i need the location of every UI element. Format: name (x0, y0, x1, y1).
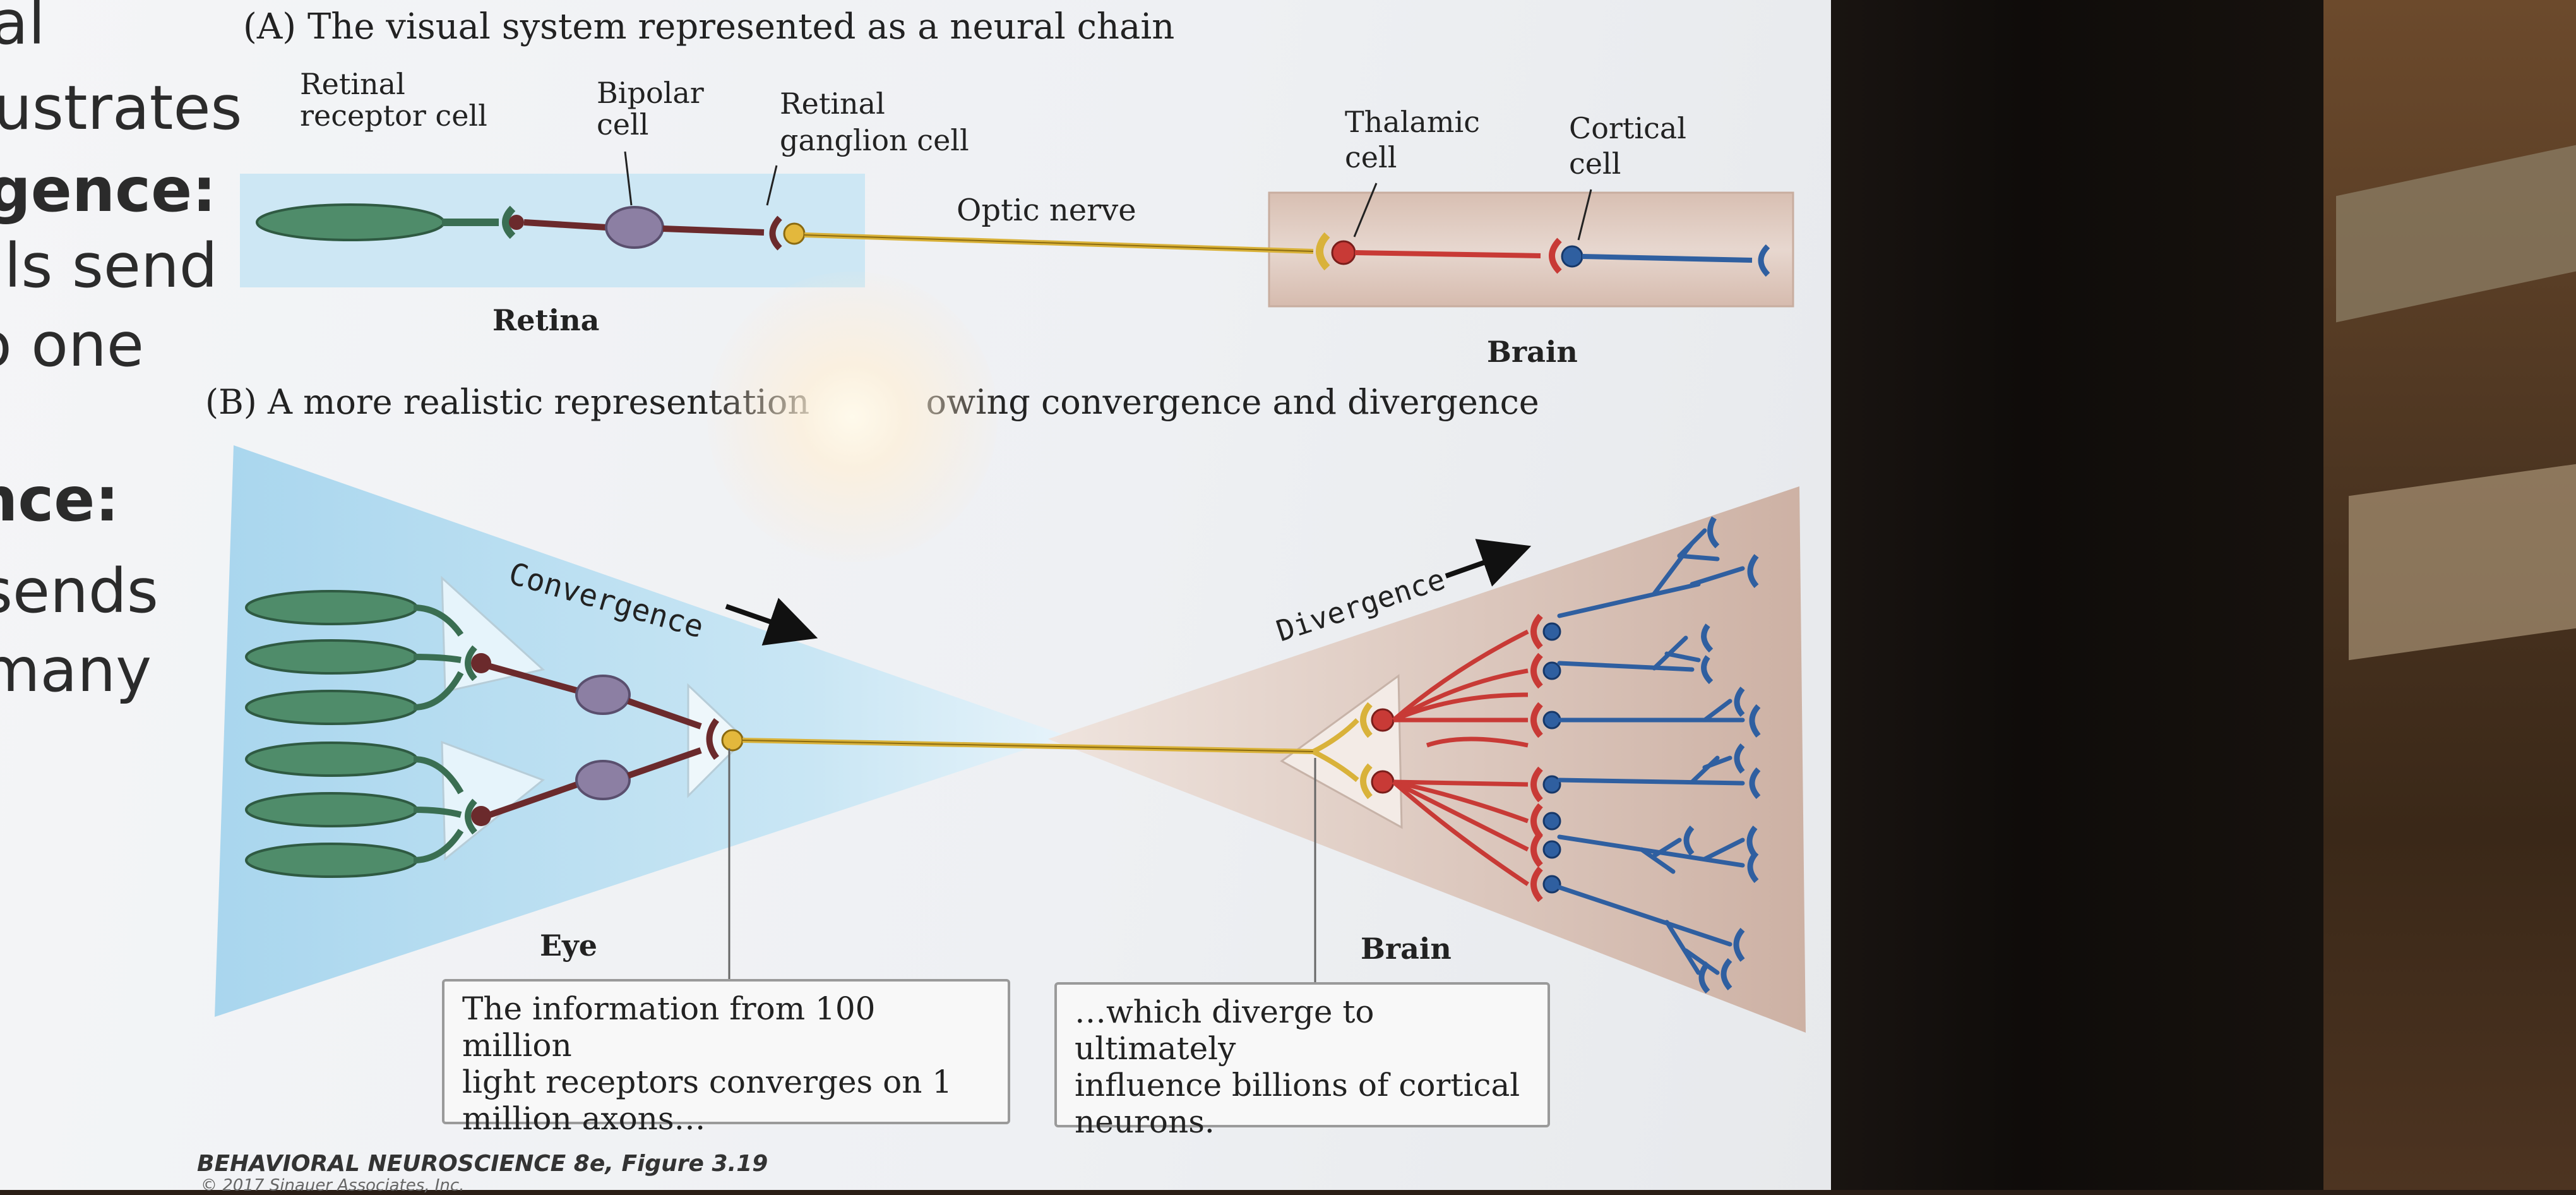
bipolar-cell-a (605, 206, 664, 249)
caption-line: …which diverge to ultimately (1075, 994, 1374, 1067)
receptor-cell-a (256, 203, 445, 241)
thalamic-terminals-b (1530, 613, 1543, 903)
brain-region-b (1048, 486, 1806, 1033)
bipolar-axon-b (627, 698, 702, 730)
thalamic-cell-a (1331, 240, 1356, 265)
bipolar-terminal-b (706, 718, 720, 760)
thalamic-terminal-a (1549, 237, 1562, 274)
ganglion-cell-b (721, 729, 744, 752)
label-retina: Retina (492, 303, 600, 337)
bipolar-axon-b (627, 747, 702, 779)
panel-a-title: (A) The visual system represented as a n… (243, 6, 1175, 47)
caption-line: influence billions of cortical (1075, 1067, 1520, 1103)
bipolar-dendrite-b (471, 806, 491, 826)
caption-right: …which diverge to ultimately influence b… (1054, 982, 1550, 1140)
slide-text-fragment: al (0, 0, 45, 58)
divergence-arrow (1445, 539, 1532, 587)
slide-text-fragment: o one (0, 309, 144, 380)
caption-line: neurons. (1075, 1103, 1215, 1140)
caption-line: The information from 100 million (462, 990, 876, 1064)
label-line: receptor cell (300, 99, 487, 133)
cortical-axon-a (1582, 254, 1753, 263)
figure-copyright: © 2017 Sinauer Associates, Inc. (201, 1176, 465, 1195)
label-retinal-ganglion-cell: Retinal ganglion cell (780, 85, 969, 159)
optic-terminal-b (1360, 763, 1373, 800)
slide-text-fragment: nce: (0, 464, 119, 535)
label-cortical-cell: Cortical cell (1569, 111, 1686, 181)
optic-branch (1312, 749, 1359, 783)
eye-region (215, 445, 1067, 1017)
cortical-terminal-a (1758, 244, 1770, 277)
optic-terminal-b (1360, 702, 1373, 738)
cortical-cells-b (1542, 622, 1561, 894)
panel-b-title-part: (B) A more realistic representation (205, 382, 810, 422)
label-line: Retinal (300, 67, 405, 101)
thalamic-cell-b (1371, 708, 1395, 732)
thalamic-axon-a (1354, 250, 1541, 258)
cortical-axons-b (1557, 528, 1745, 975)
slide-text-fragment: lls send (0, 231, 218, 301)
pointer-line (1577, 189, 1592, 241)
bipolar-process-b (489, 663, 582, 695)
slide-text-fragment: sends (0, 556, 158, 627)
label-brain-b: Brain (1361, 932, 1452, 966)
pointer-line (624, 151, 633, 206)
neural-chain-figure (215, 151, 1806, 1033)
label-eye: Eye (540, 928, 598, 963)
caption-left: The information from 100 million light r… (442, 979, 1010, 1137)
optic-nerve-b-edge (742, 740, 1314, 752)
label-retinal-receptor-cell: Retinal receptor cell (300, 68, 487, 131)
label-optic-nerve: Optic nerve (957, 193, 1136, 228)
bipolar-axon-a (662, 225, 765, 236)
cortical-cell-a (1561, 245, 1583, 268)
panel-b-title: (B) A more realistic representation owin… (205, 382, 1539, 422)
convergence-group (687, 683, 747, 798)
convergence-arrow (725, 598, 818, 646)
figure-footer: BEHAVIORAL NEUROSCIENCE 8e, Figure 3.19 (197, 1151, 768, 1177)
slide-text-fragment: many (0, 635, 152, 706)
brain-region-a (1268, 191, 1794, 308)
label-line: ganglion cell (780, 123, 969, 157)
slide-text-fragment: ustrates (0, 73, 242, 143)
pointer-line (1353, 183, 1378, 237)
label-brain-a: Brain (1487, 335, 1578, 369)
optic-branch (1312, 718, 1359, 754)
optic-nerve-a-edge (804, 234, 1314, 252)
bipolar-dendrite-a (509, 215, 524, 230)
thalamic-cell-b (1371, 770, 1395, 794)
label-line: Thalamic (1345, 105, 1480, 139)
receptor-axons-b (413, 604, 477, 863)
bipolar-cell-b (575, 675, 631, 715)
label-line: Retinal (780, 87, 885, 121)
caption-line: million axons… (462, 1100, 706, 1137)
label-line: cell (1569, 147, 1621, 181)
pointer-line (766, 165, 778, 206)
bipolar-process-b (489, 780, 582, 818)
label-line: Bipolar (597, 76, 704, 110)
slide-text-fragment: gence: (0, 155, 217, 225)
receptor-terminal-a (502, 205, 516, 239)
bipolar-cell-b (575, 760, 631, 800)
bipolar-dendrite-b (471, 653, 491, 673)
label-line: cell (597, 107, 649, 141)
ganglion-cell-a (783, 222, 806, 245)
thalamic-axons-b (1392, 629, 1529, 886)
bipolar-terminal-a (769, 215, 782, 251)
label-bipolar-cell: Bipolar cell (597, 77, 704, 140)
label-line: cell (1345, 140, 1397, 174)
label-line: Cortical (1569, 111, 1686, 145)
optic-terminal-a (1316, 232, 1330, 271)
room-object (2349, 464, 2576, 661)
cortical-terminals-b (1683, 516, 1761, 994)
label-thalamic-cell: Thalamic cell (1345, 104, 1480, 175)
panel-b-title-part: owing convergence and divergence (926, 382, 1539, 422)
convergence-group (441, 740, 545, 862)
monitor-bezel (1831, 0, 2323, 1190)
caption-line: light receptors converges on 1 (462, 1064, 953, 1100)
divergence-group (1280, 674, 1403, 829)
bipolar-process-a (523, 219, 607, 231)
